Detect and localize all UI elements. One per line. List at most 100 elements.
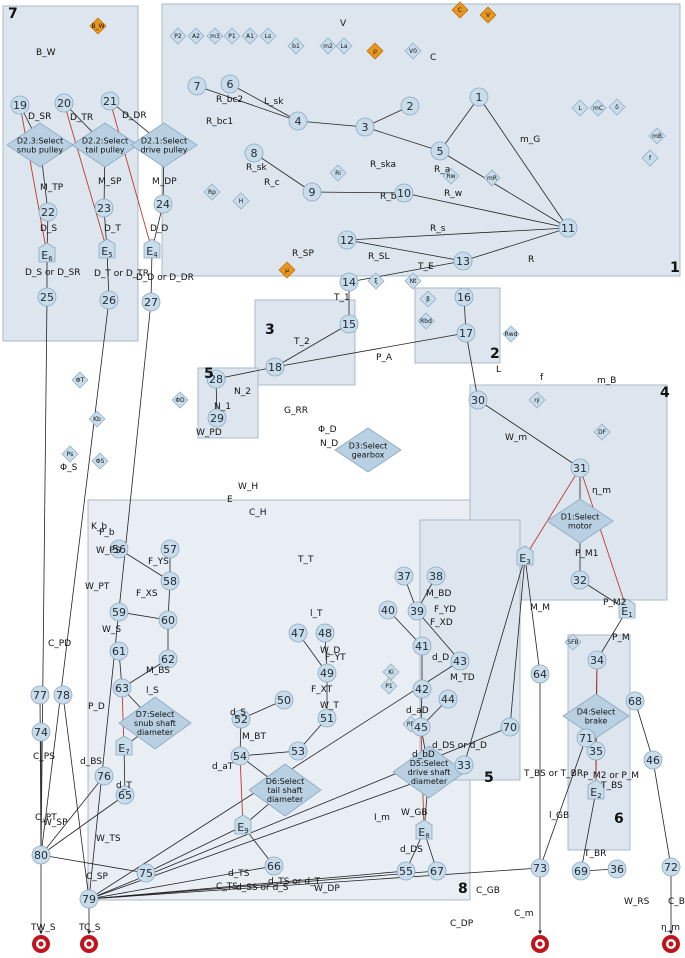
process-node-28: 28 (206, 369, 226, 389)
edge-label: R_w (444, 189, 462, 199)
process-node-31: 31 (570, 458, 590, 478)
parameter-diamond (91, 452, 109, 470)
process-node-73: 73 (530, 858, 550, 878)
process-node-71: 71 (576, 728, 596, 748)
edge (118, 548, 171, 582)
output-center (38, 941, 44, 947)
process-node-number: 72 (664, 861, 678, 874)
evaluation-node-E6: E6 (38, 242, 56, 263)
process-node-circle (100, 91, 120, 111)
process-node-circle (207, 408, 227, 428)
evaluation-node-shape (115, 735, 133, 756)
process-node-number: 4 (295, 115, 302, 128)
edge-label: D_D or D_DR (136, 273, 194, 283)
evaluation-node-label: E7 (118, 742, 129, 756)
process-node-58: 58 (160, 571, 180, 591)
process-node-15: 15 (339, 314, 359, 334)
process-node-number: 56 (112, 543, 126, 556)
process-node-circle (220, 74, 240, 94)
edge-label: F_YS (148, 557, 169, 567)
parameter-node: Rwd (502, 325, 520, 343)
process-node-circle (136, 863, 156, 883)
process-node-number: 10 (397, 187, 411, 200)
process-node-61: 61 (109, 641, 129, 661)
process-node-63: 63 (112, 678, 132, 698)
edge-label: P_A (376, 353, 393, 363)
process-node-number: 53 (291, 745, 305, 758)
parameter-node: P2 (169, 27, 187, 45)
decision-text-line: D2.1:Select (141, 137, 187, 146)
parameter-diamond (451, 1, 469, 19)
edge-label: C (430, 53, 436, 63)
process-node-number: 20 (57, 97, 71, 110)
process-node-37: 37 (394, 566, 414, 586)
parameter-node: V0 (404, 42, 422, 60)
edge-label: C_BR (668, 897, 685, 907)
edge-label: C_GB (476, 886, 500, 896)
red-edge (63, 102, 109, 251)
process-node-number: 38 (429, 570, 443, 583)
process-node-circle (412, 636, 432, 656)
edge (348, 260, 464, 284)
edge-label: T_BS or T_BR (523, 769, 583, 779)
edge (524, 556, 542, 675)
decision-diamond-shape (334, 427, 402, 473)
process-node-circle (315, 623, 335, 643)
process-node-circle (230, 746, 250, 766)
process-node-number: 66 (267, 860, 281, 873)
process-node-41: 41 (412, 636, 432, 656)
red-edge (524, 467, 581, 558)
parameter-node: m2 (319, 37, 337, 55)
edge-label: T_1 (333, 293, 350, 303)
edge-label: M_BD (426, 589, 451, 599)
parameter-label: mC (593, 105, 603, 112)
parameter-diamond (287, 37, 305, 55)
edge-label: m_G (520, 135, 540, 145)
parameter-label: Kb (93, 416, 101, 423)
process-node-number: 31 (573, 462, 587, 475)
process-node-6: 6 (220, 74, 240, 94)
edge-label: G_RR (284, 406, 308, 416)
parameter-diamond (89, 17, 107, 35)
process-node-circle (158, 610, 178, 630)
process-node-number: 17 (459, 327, 473, 340)
edge (403, 192, 569, 230)
evaluation-node-shape (618, 598, 636, 619)
edge-label: W_SP (43, 818, 68, 828)
process-node-number: 51 (320, 712, 334, 725)
process-node-circle (37, 287, 57, 307)
process-node-circle (109, 641, 129, 661)
edge-label: C_H (249, 508, 267, 518)
parameter-label: ρ (373, 48, 377, 55)
process-node-number: 79 (82, 893, 96, 906)
process-node-number: 32 (573, 574, 587, 587)
edge-label: Φ_D (318, 425, 337, 435)
edge-label: W_PD (196, 428, 222, 438)
process-node-circle (288, 111, 308, 131)
edge (87, 301, 152, 900)
decision-text-line: motor (568, 522, 593, 531)
parameter-diamond (259, 27, 277, 45)
parameter-label: f (649, 155, 652, 162)
process-node-number: 28 (209, 373, 223, 386)
parameter-node: m3 (206, 27, 224, 45)
process-node-circle (31, 722, 51, 742)
parameter-diamond (335, 37, 353, 55)
edge (274, 332, 467, 369)
parameter-node: δ (608, 98, 626, 116)
decision-text-line: D2.3:Select (17, 137, 63, 146)
edge-label: M_SP (98, 177, 122, 187)
edge-label: D_S (40, 224, 57, 234)
parameter-label: P1 (385, 683, 393, 690)
process-node-number: 36 (610, 863, 624, 876)
parameter-node: Rw (442, 167, 460, 185)
process-node-number: 21 (103, 95, 117, 108)
process-node-number: 9 (309, 186, 316, 199)
process-node-12: 12 (337, 230, 357, 250)
process-node-9: 9 (302, 182, 322, 202)
process-node-55: 55 (396, 861, 416, 881)
edge-label: F_XS (136, 589, 158, 599)
process-node-34: 34 (587, 650, 607, 670)
